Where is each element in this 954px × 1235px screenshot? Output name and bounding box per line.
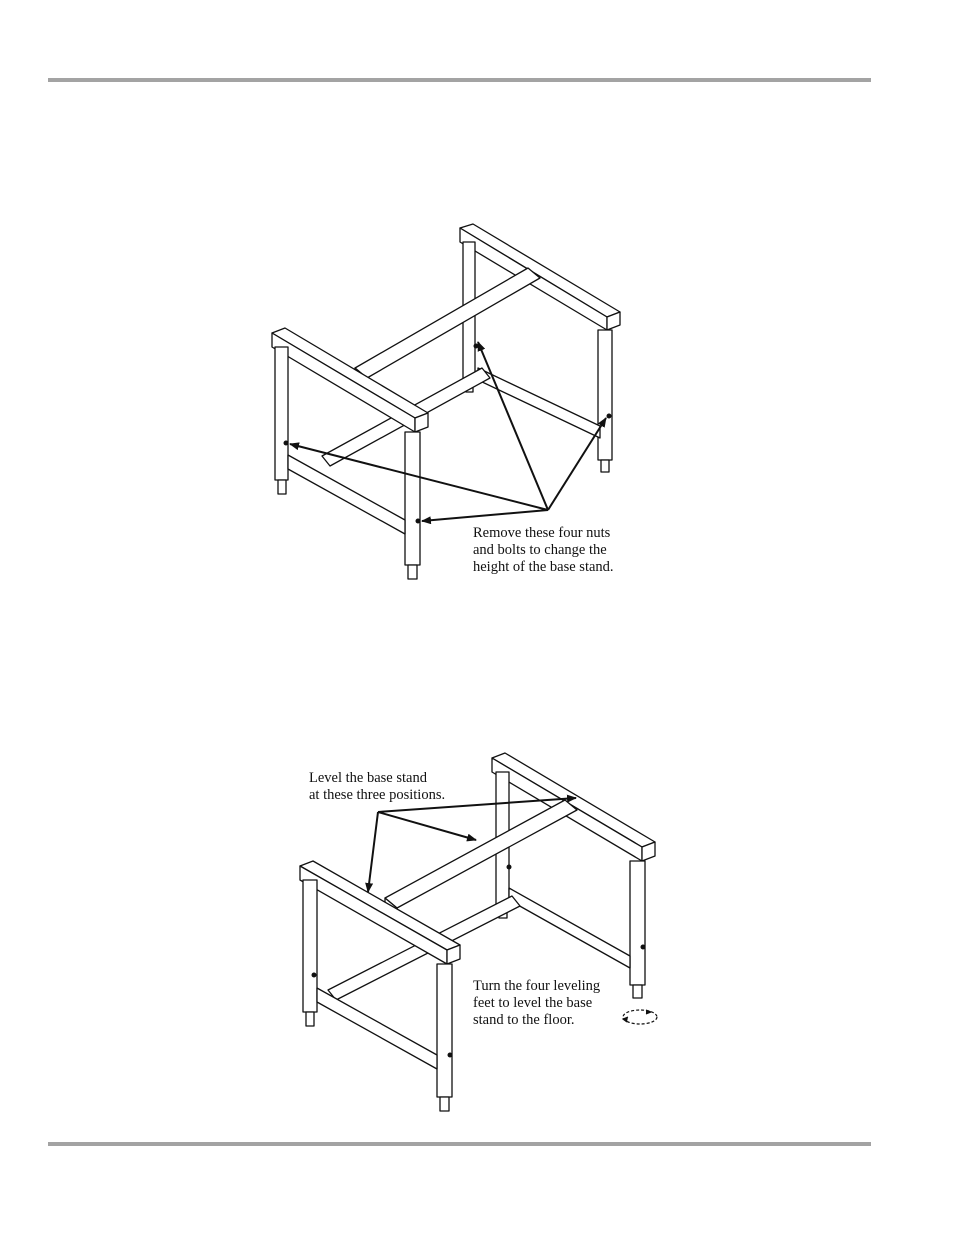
callout-line: Turn the four leveling xyxy=(473,978,600,995)
callout-line: height of the base stand. xyxy=(473,559,614,576)
callout-line: feet to level the base xyxy=(473,995,600,1012)
callout-line: Level the base stand xyxy=(309,770,445,787)
leveling-feet-callout: Turn the four leveling feet to level the… xyxy=(473,978,600,1029)
level-positions-callout: Level the base stand at these three posi… xyxy=(309,770,445,804)
callout-line: stand to the floor. xyxy=(473,1012,600,1029)
callout-line: and bolts to change the xyxy=(473,542,614,559)
callout-line: at these three positions. xyxy=(309,787,445,804)
callout-line: Remove these four nuts xyxy=(473,525,614,542)
remove-nuts-bolts-callout: Remove these four nuts and bolts to chan… xyxy=(473,525,614,576)
